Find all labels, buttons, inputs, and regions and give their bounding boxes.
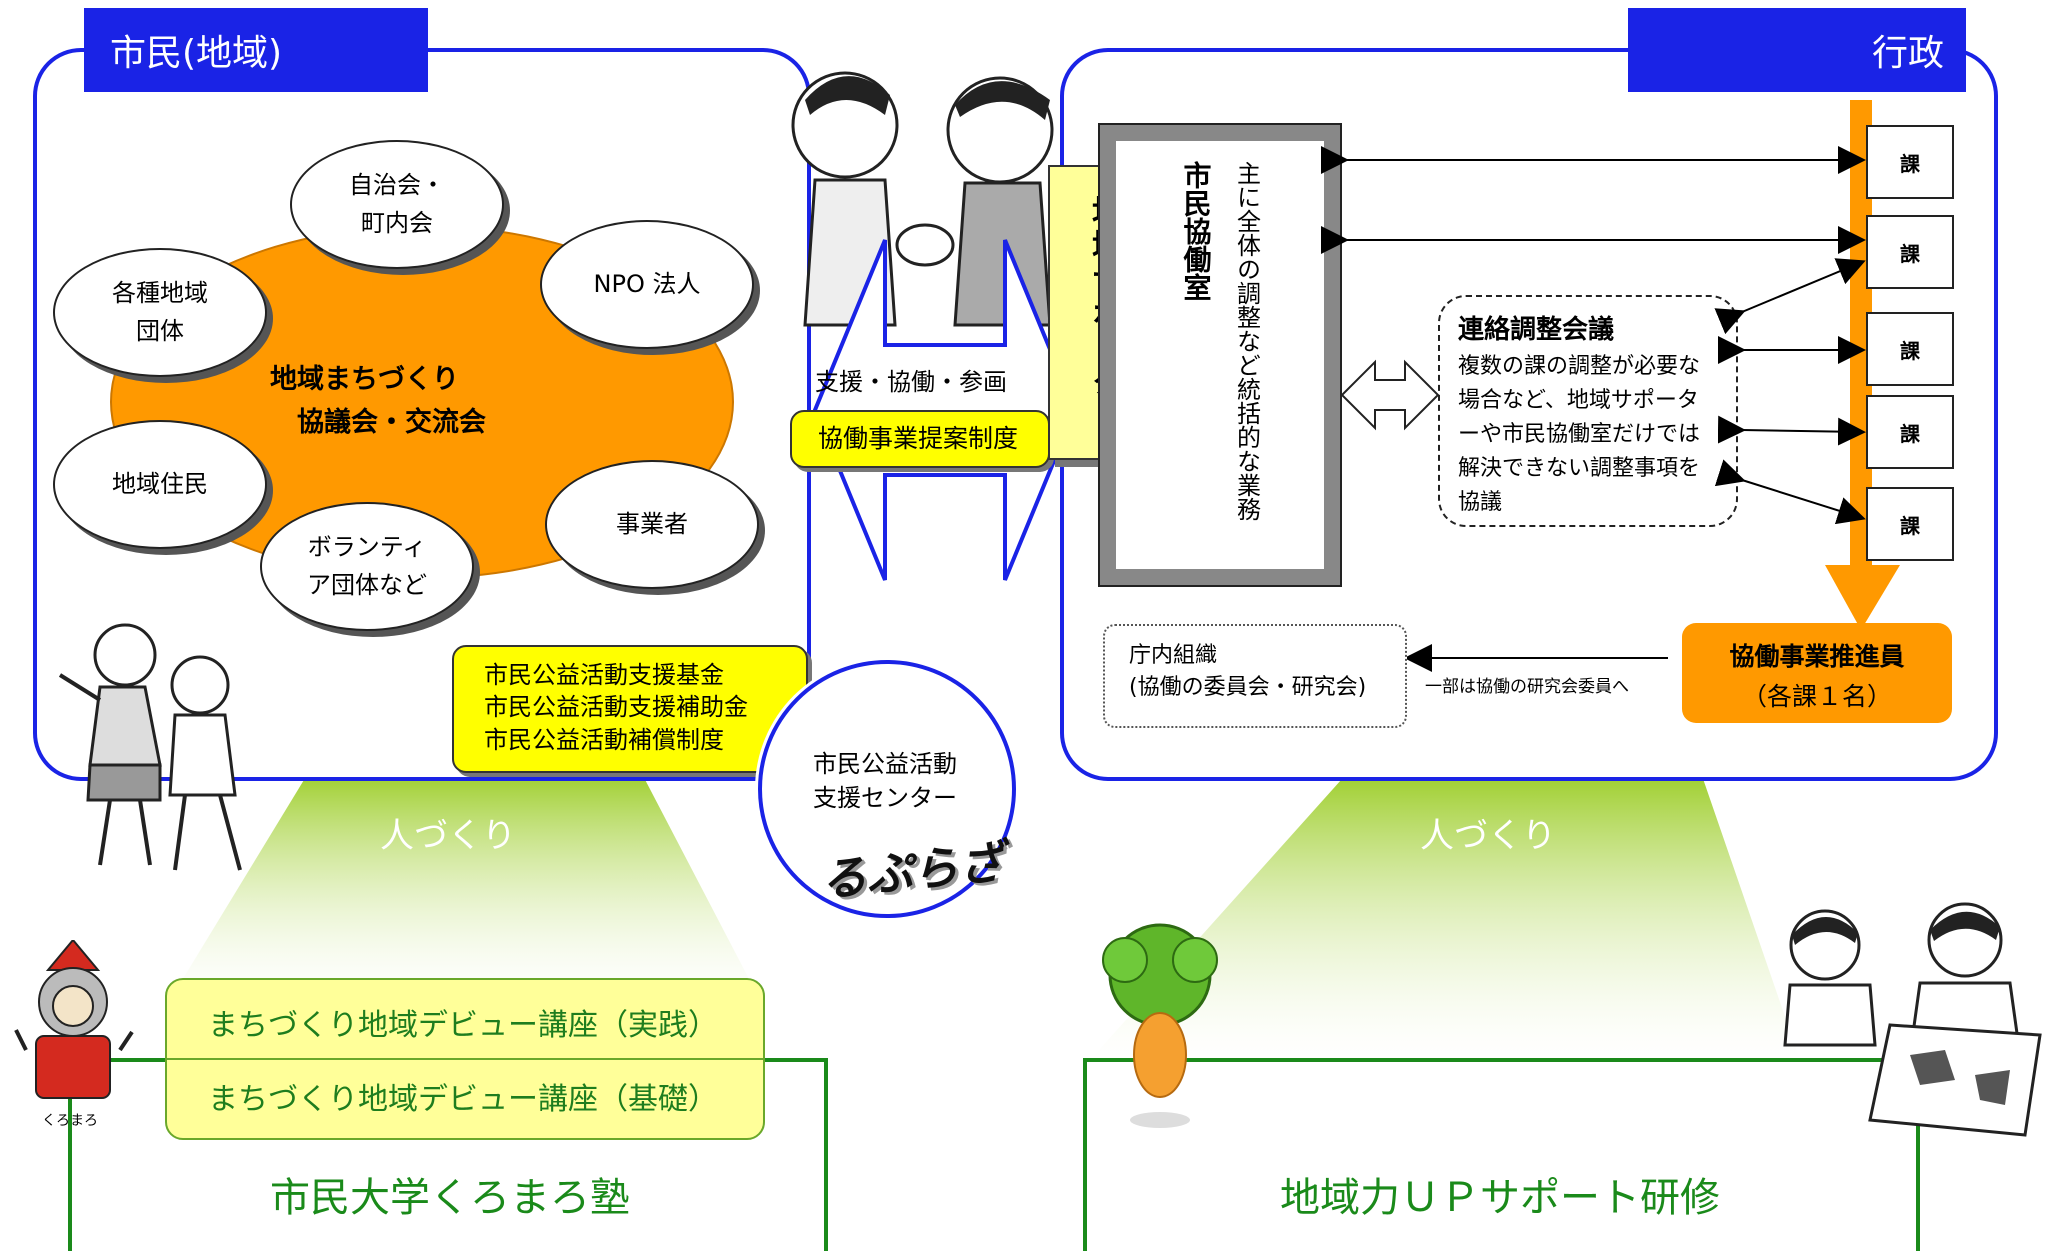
group-npo-label: NPO 法人 [593, 269, 701, 298]
council-title: 地域まちづくり 協議会・交流会 [270, 364, 486, 439]
group-business-label: 事業者 [616, 509, 688, 538]
ka-label-5: 課 [1900, 513, 1920, 538]
course-practice: まちづくり地域デビュー講座（実践） [208, 1008, 718, 1043]
group-residents: 地域住民 [53, 420, 267, 549]
group-jichikai: 自治会・ 町内会 [290, 140, 504, 269]
ka-label-1: 課 [1900, 151, 1920, 176]
promoter-title: 協働事業推進員 [1729, 642, 1905, 671]
group-volunteer-label: ボランティ ア団体など [307, 533, 427, 599]
ka-box-2: 課 [1866, 215, 1954, 289]
broccoli-mascot [1102, 923, 1218, 1128]
group-kakushu: 各種地域 団体 [53, 248, 267, 377]
handshake-illustration [791, 71, 1054, 327]
kuromaro-mascot [14, 940, 134, 1099]
workers-illustration [1783, 902, 2042, 1137]
group-npo: NPO 法人 [540, 220, 754, 349]
civic-office-title: 市民協働室 [1179, 161, 1213, 301]
group-jichikai-label: 自治会・ 町内会 [349, 171, 445, 237]
support-text: 支援・協働・参画 [815, 368, 1007, 396]
right-frame [1083, 1058, 1920, 1251]
civic-office-box: 市民協働室 主に全体の調整など統括的な業務 [1098, 123, 1342, 587]
liaison-meeting-box: 連絡調整会議 複数の課の調整が必要な場合など、地域サポーターや市民協働室だけでは… [1438, 295, 1738, 527]
support-center-name: 市民公益活動 支援センター [813, 750, 957, 812]
funds-box: 市民公益活動支援基金 市民公益活動支援補助金 市民公益活動補償制度 [452, 645, 808, 773]
internal-org-box: 庁内組織 (協働の委員会・研究会) [1103, 624, 1407, 728]
citizen-header-label: 市民(地域) [110, 33, 283, 74]
liaison-meeting-title: 連絡調整会議 [1458, 315, 1615, 345]
right-hitozukuri-label: 人づくり [1420, 816, 1556, 856]
government-header-label: 行政 [1871, 33, 1944, 74]
support-center-circle [758, 660, 1016, 918]
group-residents-label: 地域住民 [112, 469, 208, 498]
ka-box-1: 課 [1866, 125, 1954, 199]
right-program-title: 地域力ＵＰサポート研修 [1280, 1175, 1720, 1221]
ka-box-5: 課 [1866, 487, 1954, 561]
ka-label-3: 課 [1900, 338, 1920, 363]
citizen-header: 市民(地域) [84, 8, 428, 92]
government-header: 行政 [1628, 8, 1966, 92]
group-business: 事業者 [545, 460, 759, 589]
liaison-meeting-desc: 複数の課の調整が必要な場合など、地域サポーターや市民協働室だけでは解決できない調… [1458, 354, 1701, 516]
course-basic: まちづくり地域デビュー講座（基礎） [208, 1082, 718, 1117]
ka-box-4: 課 [1866, 395, 1954, 469]
promoter-box: 協働事業推進員 （各課１名） [1682, 623, 1952, 723]
ka-label-4: 課 [1900, 421, 1920, 446]
civic-office-desc: 主に全体の調整など統括的な業務 [1232, 161, 1261, 521]
arrow-note: 一部は協働の研究会委員へ [1425, 677, 1629, 697]
group-volunteer: ボランティ ア団体など [260, 502, 474, 631]
ka-label-2: 課 [1900, 241, 1920, 266]
kuromaro-label: くろまろ [42, 1113, 98, 1129]
right-green-beam [1090, 770, 1800, 1060]
ka-box-3: 課 [1866, 312, 1954, 386]
meeting-ka5-arrow [1714, 459, 1866, 525]
group-kakushu-label: 各種地域 団体 [112, 279, 208, 345]
left-green-beam [170, 770, 760, 1000]
left-program-title: 市民大学くろまろ塾 [270, 1175, 630, 1221]
proposal-system-box: 協働事業提案制度 [790, 410, 1050, 468]
meeting-ka4-arrow [1717, 415, 1866, 446]
office-meeting-double-arrow [1340, 359, 1440, 431]
left-hitozukuri-label: 人づくり [380, 816, 516, 856]
promoter-sub: （各課１名） [1741, 682, 1892, 711]
course-divider [165, 1058, 763, 1060]
kids-illustration [58, 623, 242, 871]
meeting-ka2-arrow [1714, 258, 1866, 335]
